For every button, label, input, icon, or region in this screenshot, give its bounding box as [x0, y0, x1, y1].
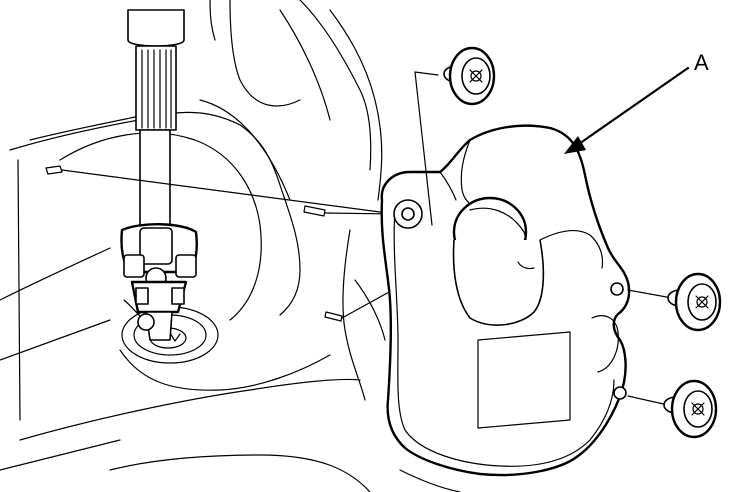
body-panel-outline: [0, 0, 461, 492]
universal-joint: [120, 223, 198, 341]
clip-top: [443, 46, 496, 106]
steering-column-shaft: [127, 9, 185, 226]
mounting-studs: [45, 165, 401, 322]
clip-bottom: [663, 379, 718, 439]
clip-leader-lines: [414, 71, 673, 406]
clip-middle: [667, 272, 722, 332]
callout-label-a: A: [694, 50, 709, 75]
steering-joint-cover: [380, 124, 631, 477]
callout-arrow: [564, 66, 690, 154]
